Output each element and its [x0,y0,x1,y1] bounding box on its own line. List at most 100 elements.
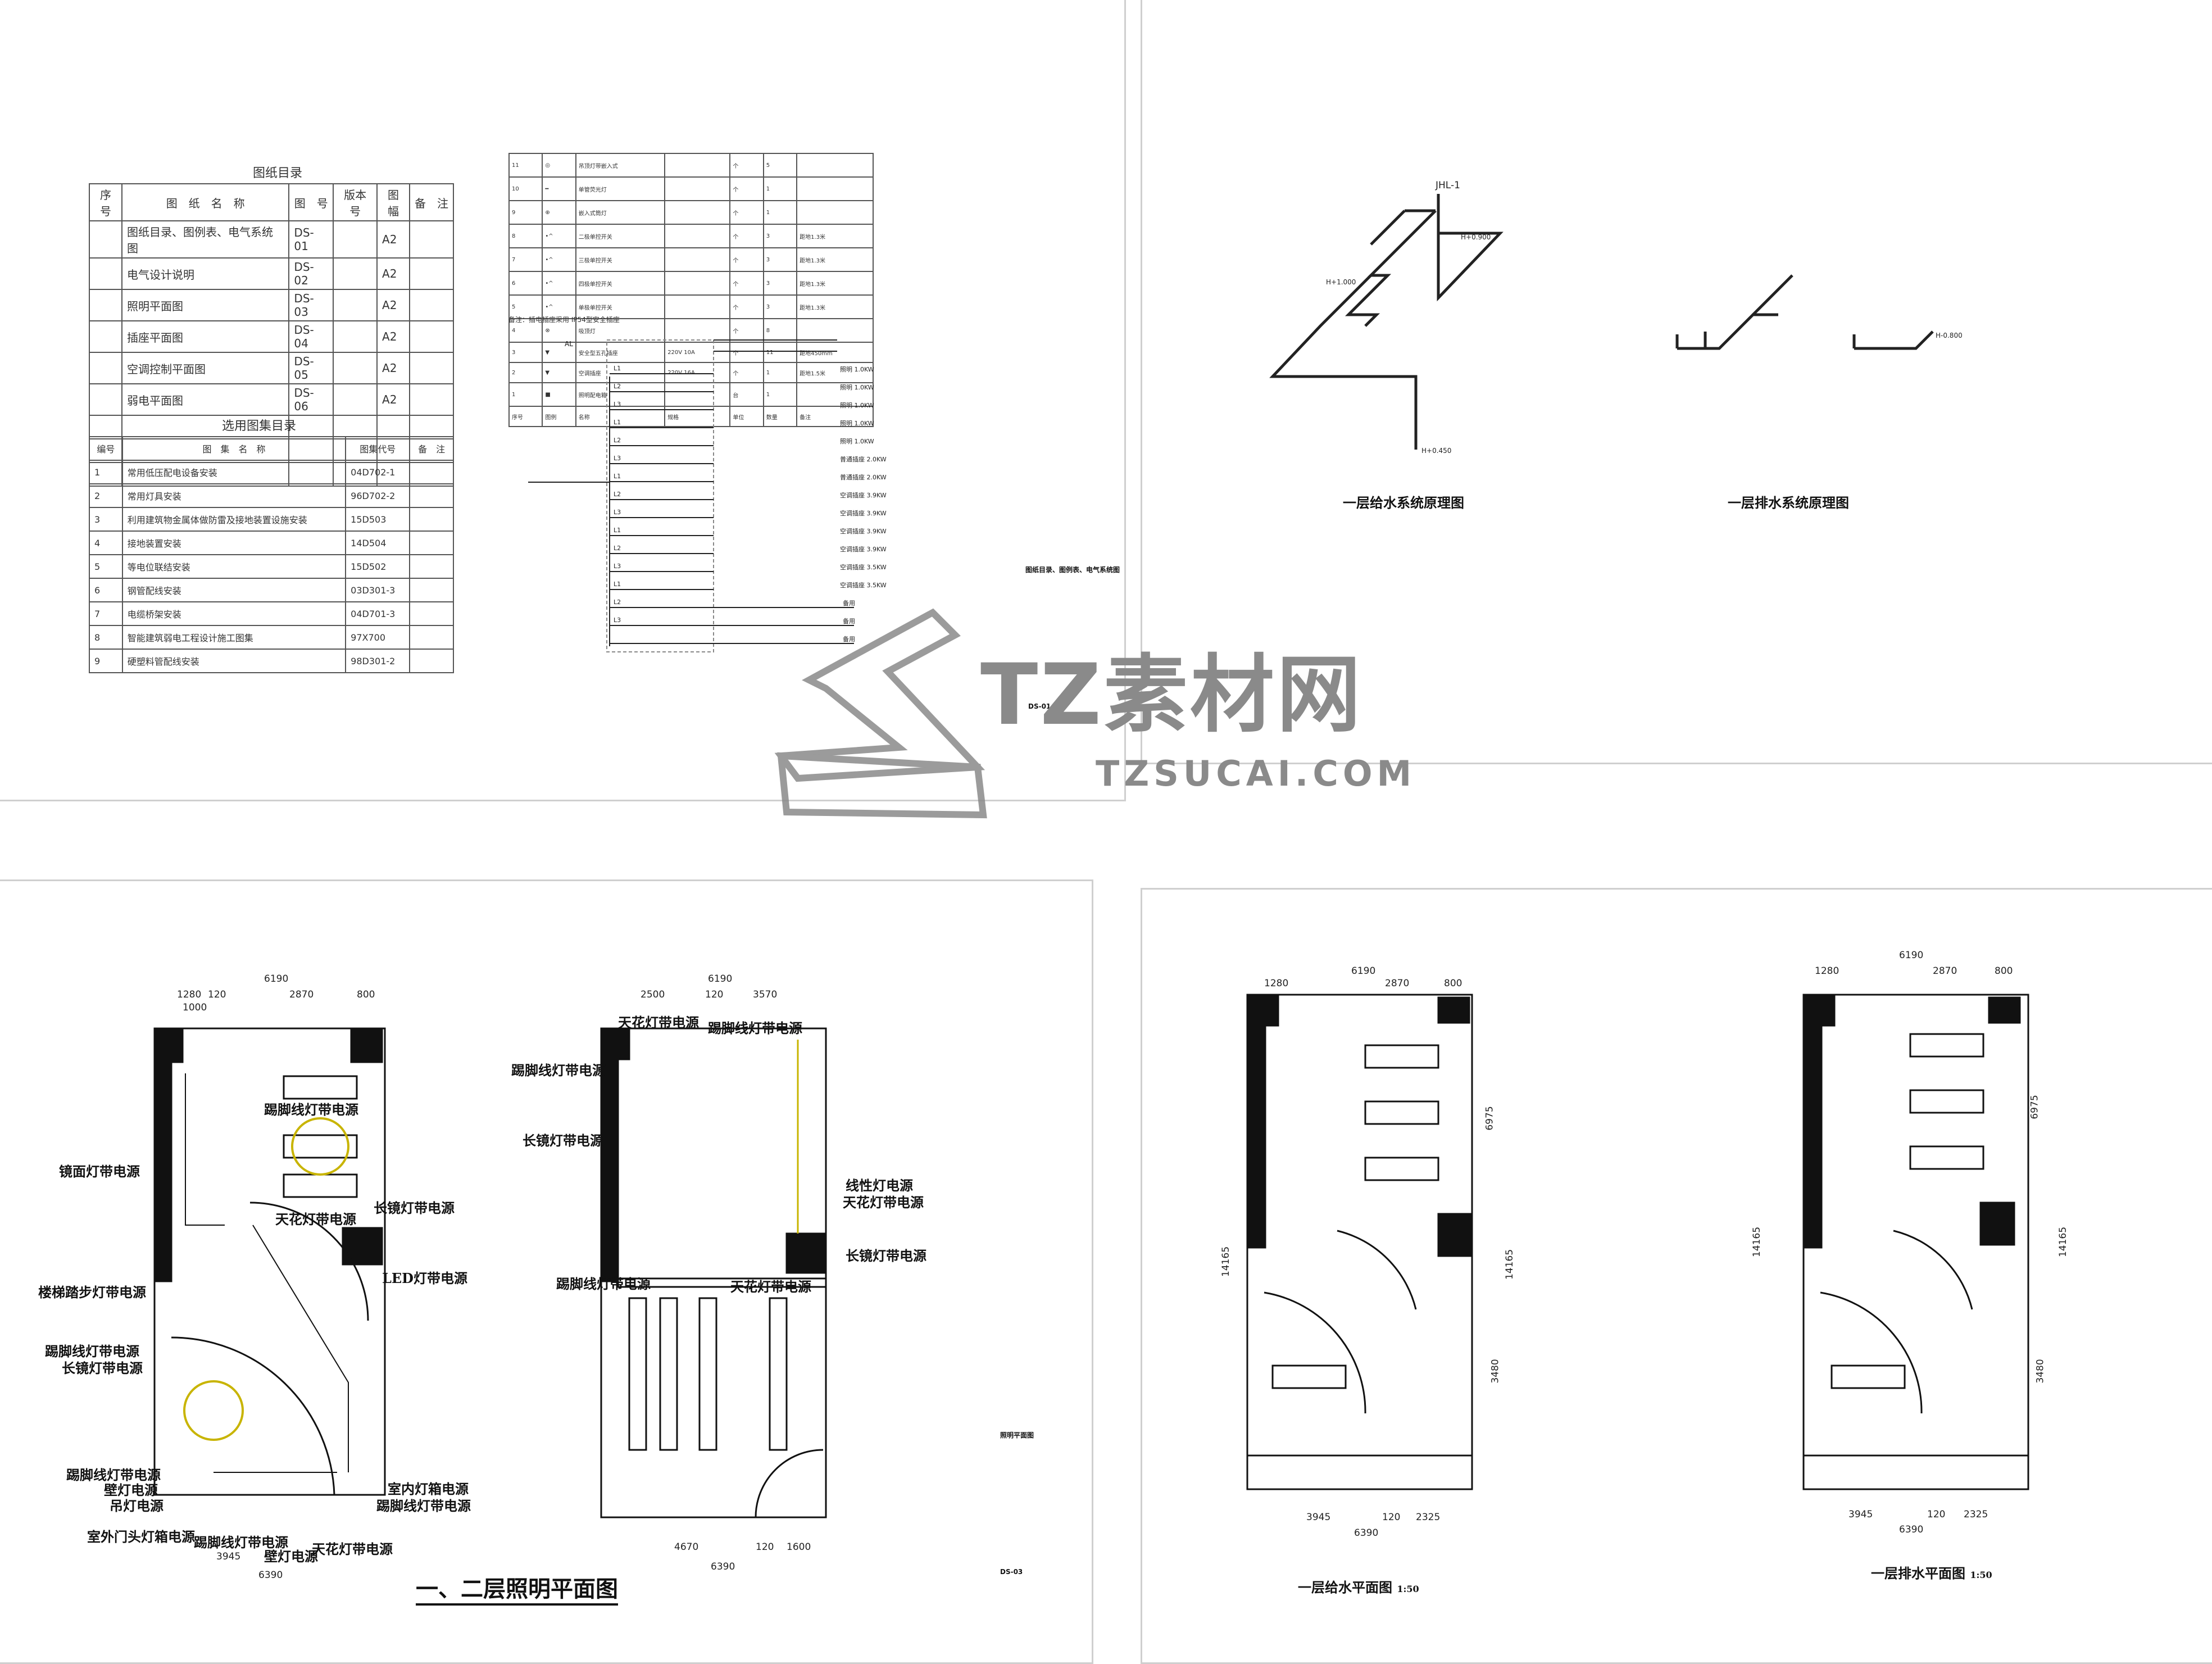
label-ceiling-light: 天花灯带电源 [843,1194,924,1210]
label-skirting-light: 踢脚线灯带电源 [194,1534,288,1550]
legend-symbol-icon: •^ [542,224,576,248]
label-skirting-light: 踢脚线灯带电源 [708,1020,802,1036]
sheet-plumbing-system [1141,0,2212,764]
dim-top: 1280 [1264,978,1289,989]
drainage-isometric [1675,274,1934,350]
circuit-label: L1 [614,527,621,534]
dim-bottom: 3945 [1848,1509,1873,1520]
table-header: 单位 [729,406,764,427]
table-header: 图幅 [376,183,411,221]
dim-bottom: 2325 [1416,1512,1441,1523]
label-jl: JHL-1 [1436,180,1460,191]
table-cell: 硬塑料管配线安装 [121,649,347,673]
circuit-label: L2 [614,383,621,390]
table-cell: 等电位联结安装 [121,554,347,579]
system-diagram [528,339,837,652]
table-cell: DS-04 [288,320,334,353]
table-cell: 1 [762,362,798,383]
dim-top: 6190 [708,973,733,985]
dim-side: 14165 [1751,1226,1763,1258]
table-header: 图 纸 名 称 [121,183,290,221]
table-cell: 四极单控开关 [575,271,666,296]
table-cell: DS-02 [288,257,334,290]
circuit-lines [610,373,854,644]
scale-text: 1:50 [1970,1570,1992,1580]
table-cell: 98D301-2 [345,649,411,673]
dim-bottom: 6390 [1354,1527,1379,1539]
dim-top: 3570 [753,989,778,1000]
circuit-label: L3 [614,455,621,462]
table-cell: A2 [376,383,411,416]
label-pendant: 吊灯电源 [110,1498,163,1514]
table-cell: 2 [89,483,123,508]
table-cell: 个 [729,153,764,178]
label-ceiling-light: 天花灯带电源 [275,1211,356,1227]
table-header: 版本号 [333,183,378,221]
label-skirting-light: 踢脚线灯带电源 [556,1276,651,1292]
legend-symbol-icon: •^ [542,294,576,319]
table-cell: DS-03 [288,289,334,321]
legend-symbol-icon: •^ [542,247,576,272]
label-ceiling-light: 天花灯带电源 [730,1278,811,1295]
water-supply-isometric [1269,194,1504,450]
drainage-caption: 一层排水系统原理图 [1728,495,1849,511]
table-cell: 三极单控开关 [575,247,666,272]
table-header: 图集代号 [345,436,411,461]
scale-text: 1:50 [1397,1584,1419,1594]
table-cell: 11 [508,153,543,178]
load-label: 空调插座 3.5KW [840,564,887,571]
table-cell: 9 [89,649,123,673]
load-label: 照明 1.0KW [840,420,874,427]
table-cell: 8 [508,224,543,248]
table-cell: 3 [762,294,798,319]
label-ceiling-light: 天花灯带电源 [312,1541,393,1557]
watermark-url: TZSUCAI.COM [1096,753,1416,794]
circuit-label: L3 [614,401,621,408]
label-skirting-light: 踢脚线灯带电源 [264,1101,358,1118]
label-skirting-light: 踢脚线灯带电源 [376,1498,471,1514]
table-cell: 1 [508,382,543,407]
dim-bottom: 6390 [711,1561,735,1572]
label-indoor-lightbox: 室内灯箱电源 [388,1481,469,1497]
table-cell: 个 [729,362,764,383]
dim-side: 14165 [2057,1226,2069,1258]
table-cell: 个 [729,200,764,225]
table-cell: 10 [508,176,543,201]
drawing-catalog-title: 图纸目录 [253,166,303,180]
dim-top: 2870 [289,989,314,1000]
table-cell: 照明配电箱 [575,382,666,407]
table-cell: 3 [762,247,798,272]
circuit-label: L2 [614,599,621,606]
load-label: 备用 [843,618,855,625]
caption-text: 一层排水平面图 [1871,1565,1965,1581]
dim-side: 3480 [1489,1359,1501,1384]
table-header: 备注 [796,406,874,427]
elev-label: H+0.450 [1421,447,1452,455]
load-label: 空调插座 3.9KW [840,510,887,517]
label-linear-light: 线性灯电源 [846,1177,913,1194]
table-cell: 6 [508,271,543,296]
label-long-mirror: 长镜灯带电源 [374,1200,455,1216]
label-long-mirror: 长镜灯带电源 [523,1132,603,1149]
load-label: 空调插座 3.9KW [840,546,887,553]
dim-bottom: 120 [1927,1509,1946,1520]
table-header: 备 注 [409,436,454,461]
drain-plan-caption: 一层排水平面图 1:50 [1871,1562,1992,1582]
dim-top: 2500 [641,989,665,1000]
load-label: 空调插座 3.5KW [840,582,887,589]
table-cell: 距地1.3米 [796,224,874,248]
elev-label: H+1.000 [1326,278,1356,286]
dim-top: 120 [705,989,724,1000]
table-cell: 空调控制平面图 [121,352,290,384]
caption-text: 一层给水平面图 [1298,1579,1392,1595]
table-cell: 4 [89,531,123,555]
legend-symbol-icon: ━ [542,176,576,201]
table-cell: A2 [376,320,411,353]
